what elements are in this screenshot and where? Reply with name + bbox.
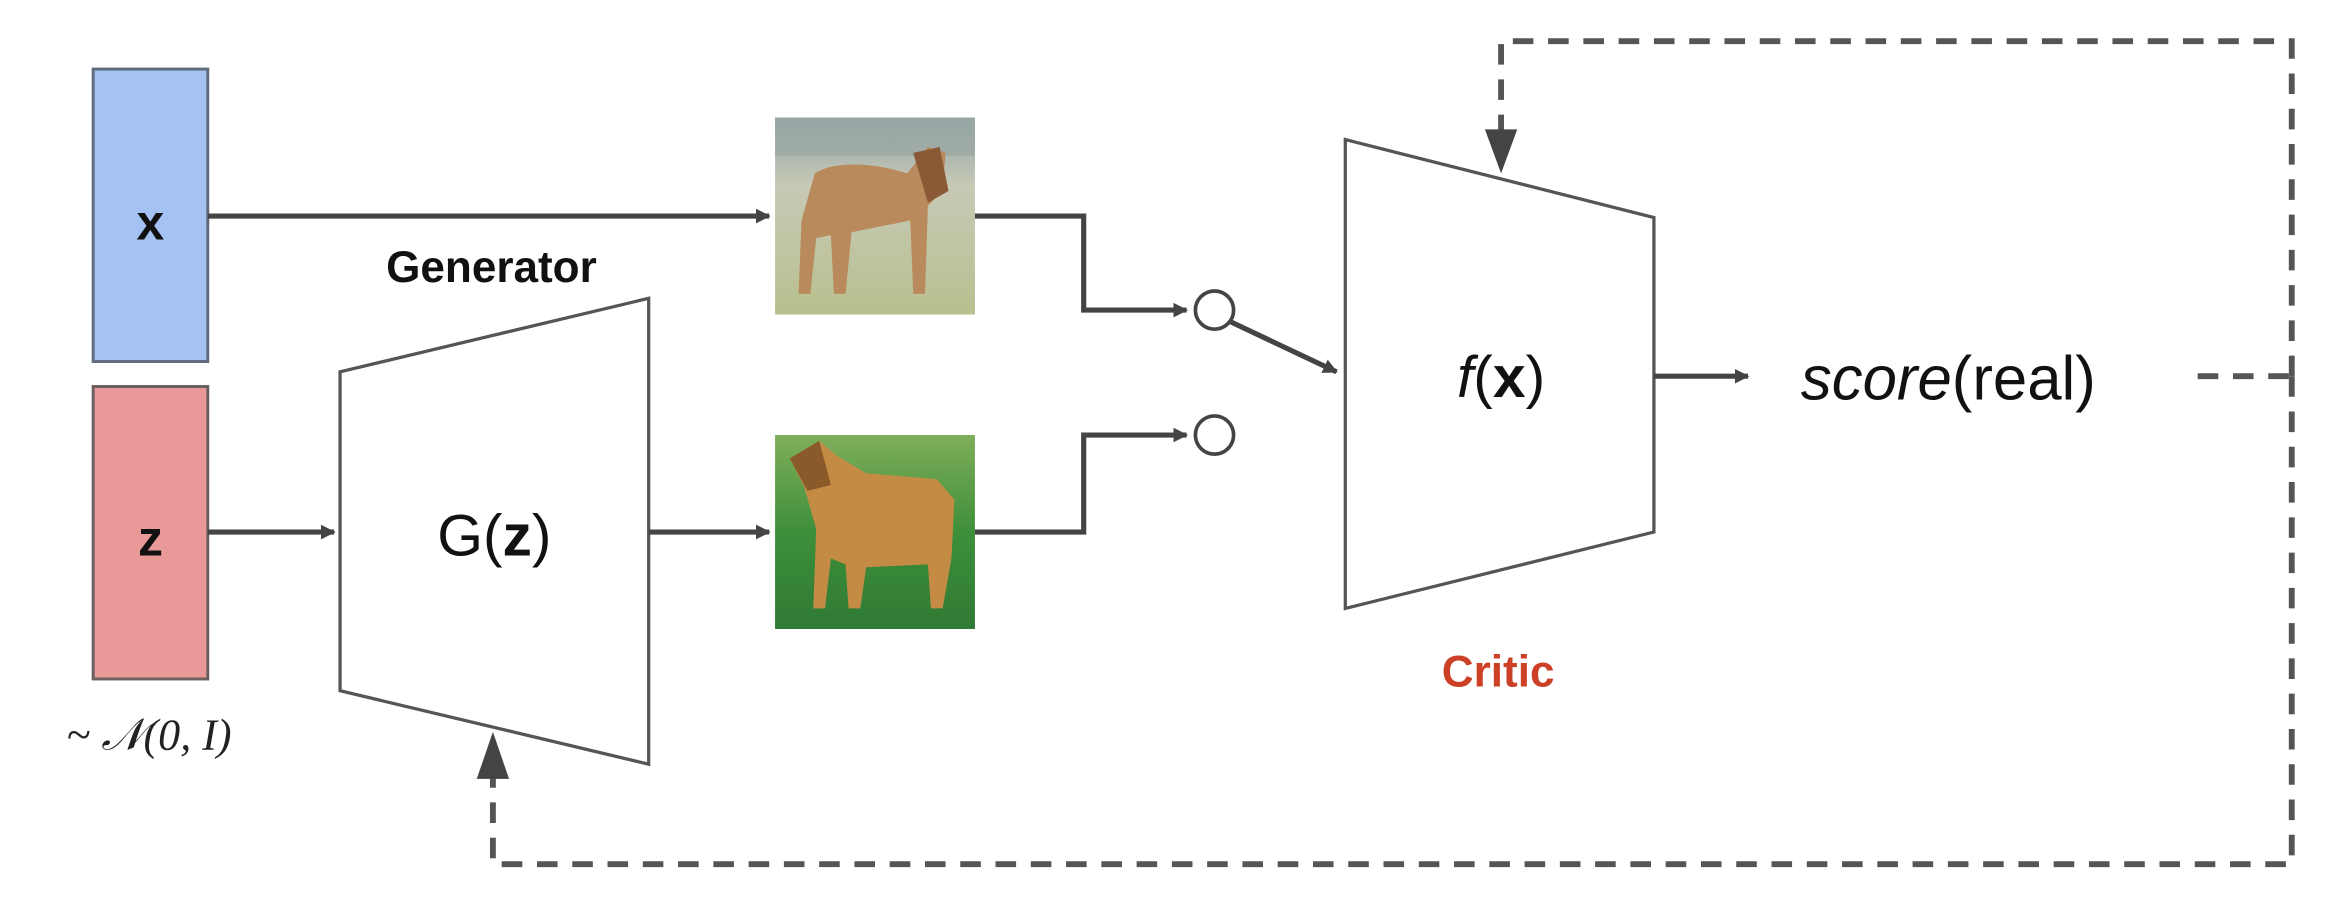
critic-function: f(x) [1457,345,1545,410]
generator-title: Generator [386,243,597,292]
z-label: z [138,511,163,567]
critic-feedback-arrowhead [1484,129,1518,174]
real-horse-image [775,117,975,315]
score-word: score [1801,345,1952,414]
critic-block: f(x) [1343,137,1656,611]
generator-block: G(z) [338,296,651,767]
score-arg: (real) [1952,345,2096,414]
generator-feedback-dash [489,376,2295,868]
generated-horse-image [775,435,975,630]
generator-func-name: G [437,504,483,569]
score-output-label: score(real) [1801,345,2096,414]
critic-func-arg: x [1493,345,1526,410]
generator-func-arg: z [503,504,532,569]
critic-feedback-dash [1498,38,2295,377]
z-distribution-label: ~ 𝒩(0, I) [66,711,231,760]
critic-title: Critic [1442,647,1555,696]
x-input-box: x [91,67,210,364]
switch-lever-arrow [1229,319,1338,375]
fake-to-switch-arrow [974,427,1189,535]
real-to-switch-arrow [974,213,1189,318]
switch-node-fake [1193,414,1236,456]
switch-node-real [1193,289,1236,332]
generator-function: G(z) [437,504,551,569]
x-label: x [137,195,165,251]
feedback-loop [489,38,2295,868]
generator-feedback-arrowhead [476,731,510,779]
z-input-box: z [91,385,210,681]
